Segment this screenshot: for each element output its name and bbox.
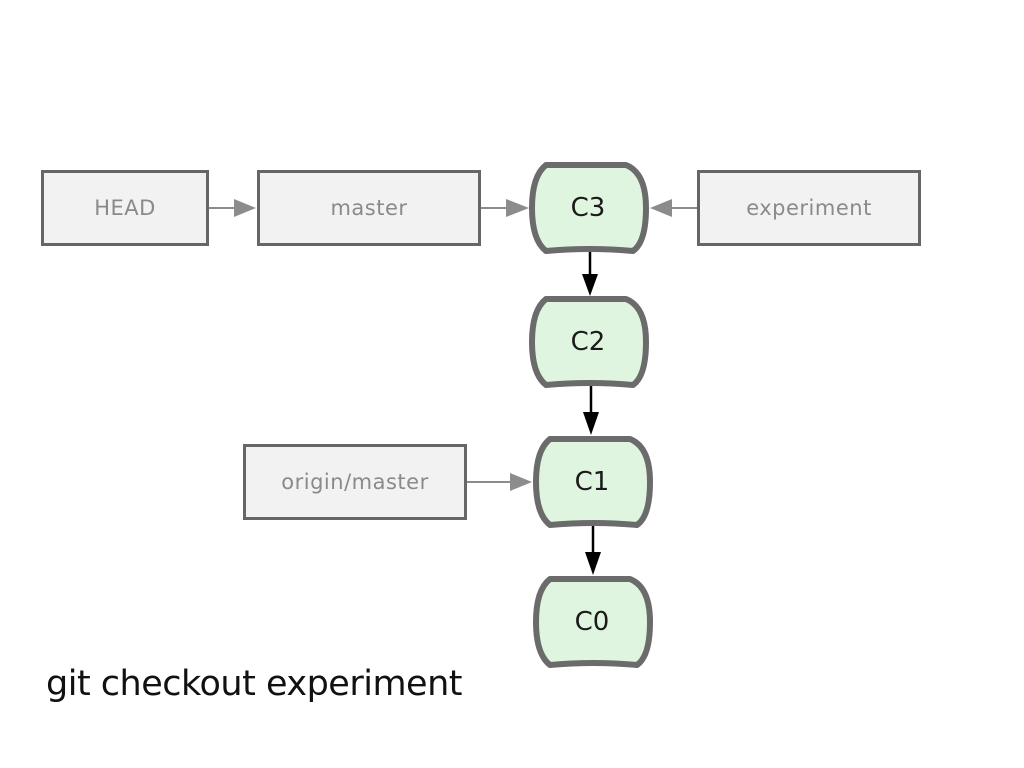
commit-label-c3: C3: [570, 193, 606, 223]
caption: git checkout experiment: [46, 664, 463, 704]
parent-arrow-c1-to-c0: [585, 526, 601, 575]
ref-label-head: HEAD: [94, 196, 156, 220]
ref-label-experiment: experiment: [746, 196, 872, 220]
ref-arrow-origin-master-to-c1: [467, 473, 532, 491]
parent-arrow-c2-to-c1: [583, 386, 599, 435]
commit-label-c2: C2: [570, 327, 606, 357]
ref-arrow-master-to-c3: [481, 199, 529, 217]
ref-label-origin-master: origin/master: [281, 470, 429, 494]
ref-arrow-head-to-master: [209, 199, 256, 217]
ref-box-origin-master: origin/master: [243, 444, 467, 520]
ref-box-master: master: [257, 170, 481, 246]
commit-shape-c0: [533, 576, 653, 668]
ref-label-master: master: [330, 196, 408, 220]
commit-shape-c3: [529, 162, 649, 254]
commit-label-c0: C0: [574, 607, 610, 637]
commit-shape-c2: [529, 296, 649, 388]
ref-box-experiment: experiment: [697, 170, 921, 246]
parent-arrow-c3-to-c2: [582, 252, 598, 296]
commit-shape-c1: [533, 436, 653, 528]
ref-box-head: HEAD: [41, 170, 209, 246]
commit-label-c1: C1: [574, 467, 610, 497]
ref-arrow-experiment-to-c3: [650, 199, 697, 217]
